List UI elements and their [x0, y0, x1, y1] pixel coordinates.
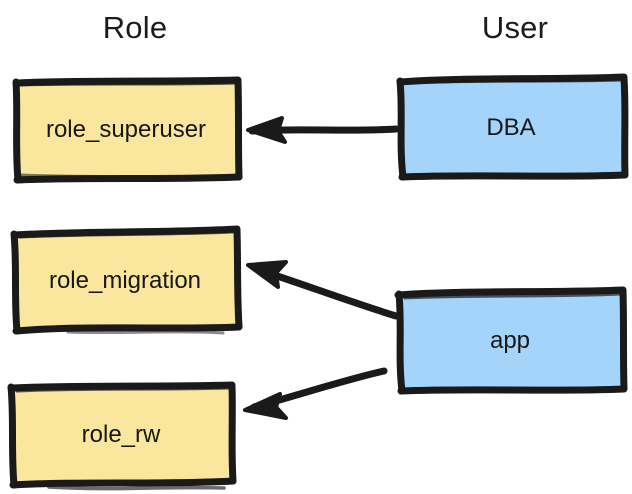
node-role-migration-shape: [10, 225, 243, 335]
edge-app-to-role-rw: [243, 367, 388, 420]
node-role-superuser-shape: [12, 76, 243, 184]
edge-app-to-role-migration: [246, 260, 400, 320]
node-dba-shape: [396, 73, 629, 181]
arrowhead-icon: [243, 392, 288, 420]
arrowhead-icon: [246, 116, 287, 144]
arrowhead-icon: [246, 260, 288, 289]
node-app-shape: [394, 286, 628, 395]
column-header-role: Role: [102, 10, 168, 45]
column-header-user: User: [481, 10, 549, 45]
node-app[interactable]: app: [392, 286, 628, 396]
edge-dba-to-role-superuser: [246, 116, 400, 144]
node-role-rw-shape: [7, 381, 237, 491]
